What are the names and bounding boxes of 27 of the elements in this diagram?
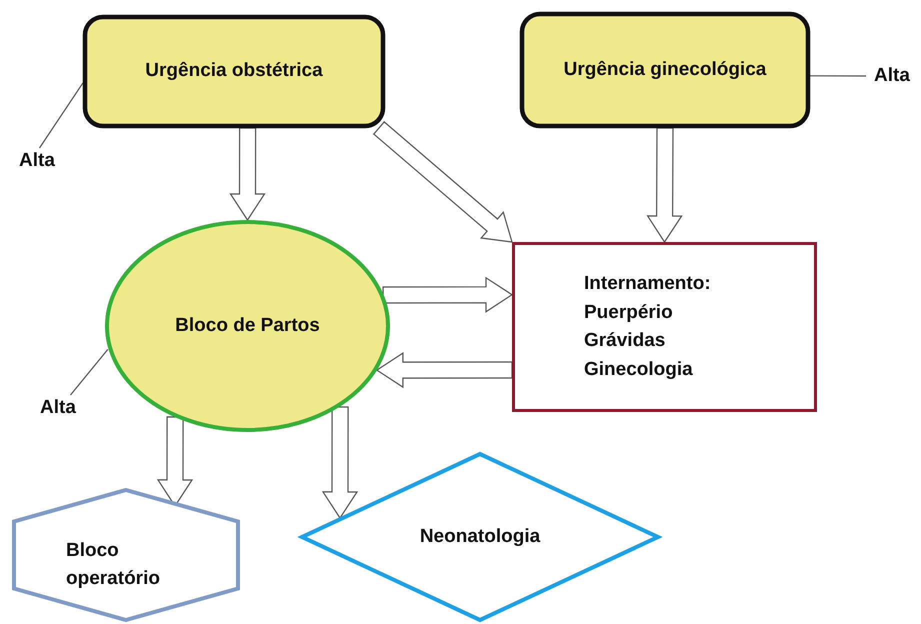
block-arrow bbox=[229, 127, 266, 222]
decision-diamond bbox=[300, 452, 660, 622]
node-label: Urgência ginecológica bbox=[564, 58, 766, 82]
node-label: Bloco operatório bbox=[66, 538, 161, 591]
process-box bbox=[512, 242, 817, 412]
node-label: Neonatologia bbox=[420, 524, 540, 549]
node-label: Alta bbox=[12, 148, 62, 174]
leader-line bbox=[70, 348, 108, 396]
process-box bbox=[83, 15, 385, 128]
node-label: Grávidas bbox=[584, 329, 666, 353]
node-label: Ginecologia bbox=[584, 358, 693, 382]
process-box bbox=[520, 12, 810, 128]
block-arrow bbox=[382, 276, 514, 313]
process-ellipse bbox=[105, 220, 390, 432]
node-label: Urgência obstétrica bbox=[145, 59, 323, 84]
leader-line bbox=[39, 82, 84, 148]
node-label: Puerpério bbox=[584, 300, 673, 324]
leader-line bbox=[810, 75, 866, 77]
node-label: Alta bbox=[866, 63, 918, 89]
node-label: Bloco de Partos bbox=[175, 314, 320, 338]
block-arrow bbox=[372, 121, 513, 243]
block-arrow bbox=[322, 406, 358, 520]
block-arrow bbox=[376, 352, 513, 388]
process-hexagon bbox=[12, 488, 240, 622]
node-label: Alta bbox=[33, 395, 83, 421]
block-arrow bbox=[646, 127, 683, 244]
node-label: Internamento: bbox=[584, 272, 711, 296]
